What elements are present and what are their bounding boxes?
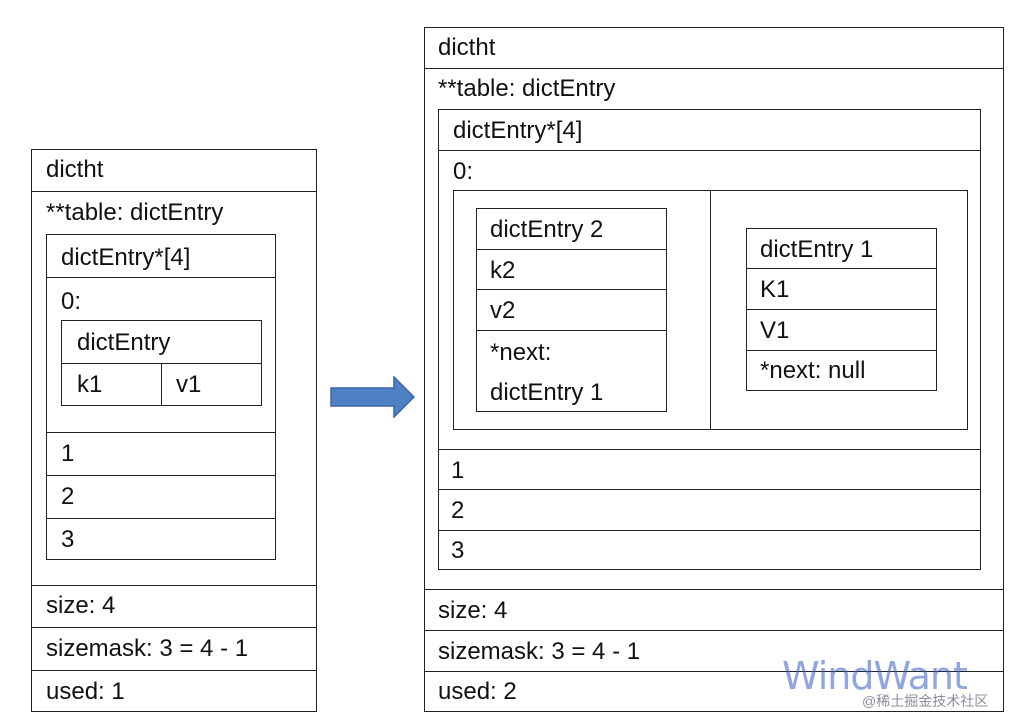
watermark: WindWant bbox=[782, 654, 968, 698]
right-table-label: **table: dictEntry bbox=[438, 75, 616, 102]
right-divider bbox=[746, 268, 937, 269]
right-entry2-next-target: dictEntry 1 bbox=[490, 379, 604, 406]
right-divider bbox=[424, 68, 1004, 69]
right-slot-1: 1 bbox=[451, 457, 465, 484]
left-sizemask: sizemask: 3 = 4 - 1 bbox=[46, 635, 249, 662]
right-entry2-key: k2 bbox=[490, 257, 516, 284]
arrow-shape bbox=[330, 376, 416, 418]
right-entry1-value: V1 bbox=[760, 317, 790, 344]
right-used: used: 2 bbox=[438, 678, 517, 705]
right-entry2-next-label: *next: bbox=[490, 339, 552, 366]
left-divider bbox=[46, 518, 276, 519]
left-divider bbox=[46, 432, 276, 433]
right-entry2-title: dictEntry 2 bbox=[490, 216, 604, 243]
left-dict-entry-title: dictEntry bbox=[77, 329, 171, 356]
right-divider bbox=[424, 589, 1004, 590]
right-divider bbox=[476, 249, 667, 250]
right-slot-2: 2 bbox=[451, 497, 465, 524]
right-divider bbox=[424, 671, 1004, 672]
right-divider bbox=[424, 630, 1004, 631]
right-sizemask: sizemask: 3 = 4 - 1 bbox=[438, 638, 641, 665]
left-slot-2: 2 bbox=[61, 483, 75, 510]
right-dictht-title: dictht bbox=[438, 34, 496, 61]
right-entry2-value: v2 bbox=[490, 297, 516, 324]
right-divider bbox=[476, 330, 667, 331]
right-divider bbox=[438, 489, 981, 490]
right-divider bbox=[476, 289, 667, 290]
right-divider bbox=[710, 190, 711, 430]
left-size: size: 4 bbox=[46, 592, 116, 619]
right-divider bbox=[438, 530, 981, 531]
left-divider bbox=[46, 475, 276, 476]
right-dict-entry-2 bbox=[476, 208, 667, 412]
left-dictht-title: dictht bbox=[46, 156, 104, 183]
right-array-title: dictEntry*[4] bbox=[453, 117, 583, 144]
right-slot-3: 3 bbox=[451, 537, 465, 564]
left-slot-3: 3 bbox=[61, 526, 75, 553]
left-divider bbox=[31, 670, 317, 671]
left-dict-entry-key: k1 bbox=[77, 371, 103, 398]
right-divider bbox=[746, 309, 937, 310]
left-table-label: **table: dictEntry bbox=[46, 199, 224, 226]
right-slot-0-label: 0: bbox=[453, 158, 474, 185]
right-divider bbox=[746, 350, 937, 351]
left-divider bbox=[31, 191, 317, 192]
left-divider bbox=[31, 627, 317, 628]
left-used: used: 1 bbox=[46, 678, 125, 705]
footer-credit: @稀土掘金技术社区 bbox=[862, 693, 989, 709]
left-slot-1: 1 bbox=[61, 440, 75, 467]
right-entry1-key: K1 bbox=[760, 276, 790, 303]
left-dict-entry-value: v1 bbox=[176, 371, 202, 398]
left-divider bbox=[31, 585, 317, 586]
right-size: size: 4 bbox=[438, 597, 508, 624]
right-arrow-icon bbox=[330, 376, 416, 418]
left-slot-0-label: 0: bbox=[61, 288, 82, 315]
left-divider bbox=[161, 363, 162, 406]
right-entry1-title: dictEntry 1 bbox=[760, 236, 874, 263]
left-array-title: dictEntry*[4] bbox=[61, 244, 191, 271]
right-divider bbox=[438, 150, 981, 151]
right-entry1-next: *next: null bbox=[760, 357, 866, 384]
left-divider bbox=[46, 277, 276, 278]
right-divider bbox=[438, 449, 981, 450]
